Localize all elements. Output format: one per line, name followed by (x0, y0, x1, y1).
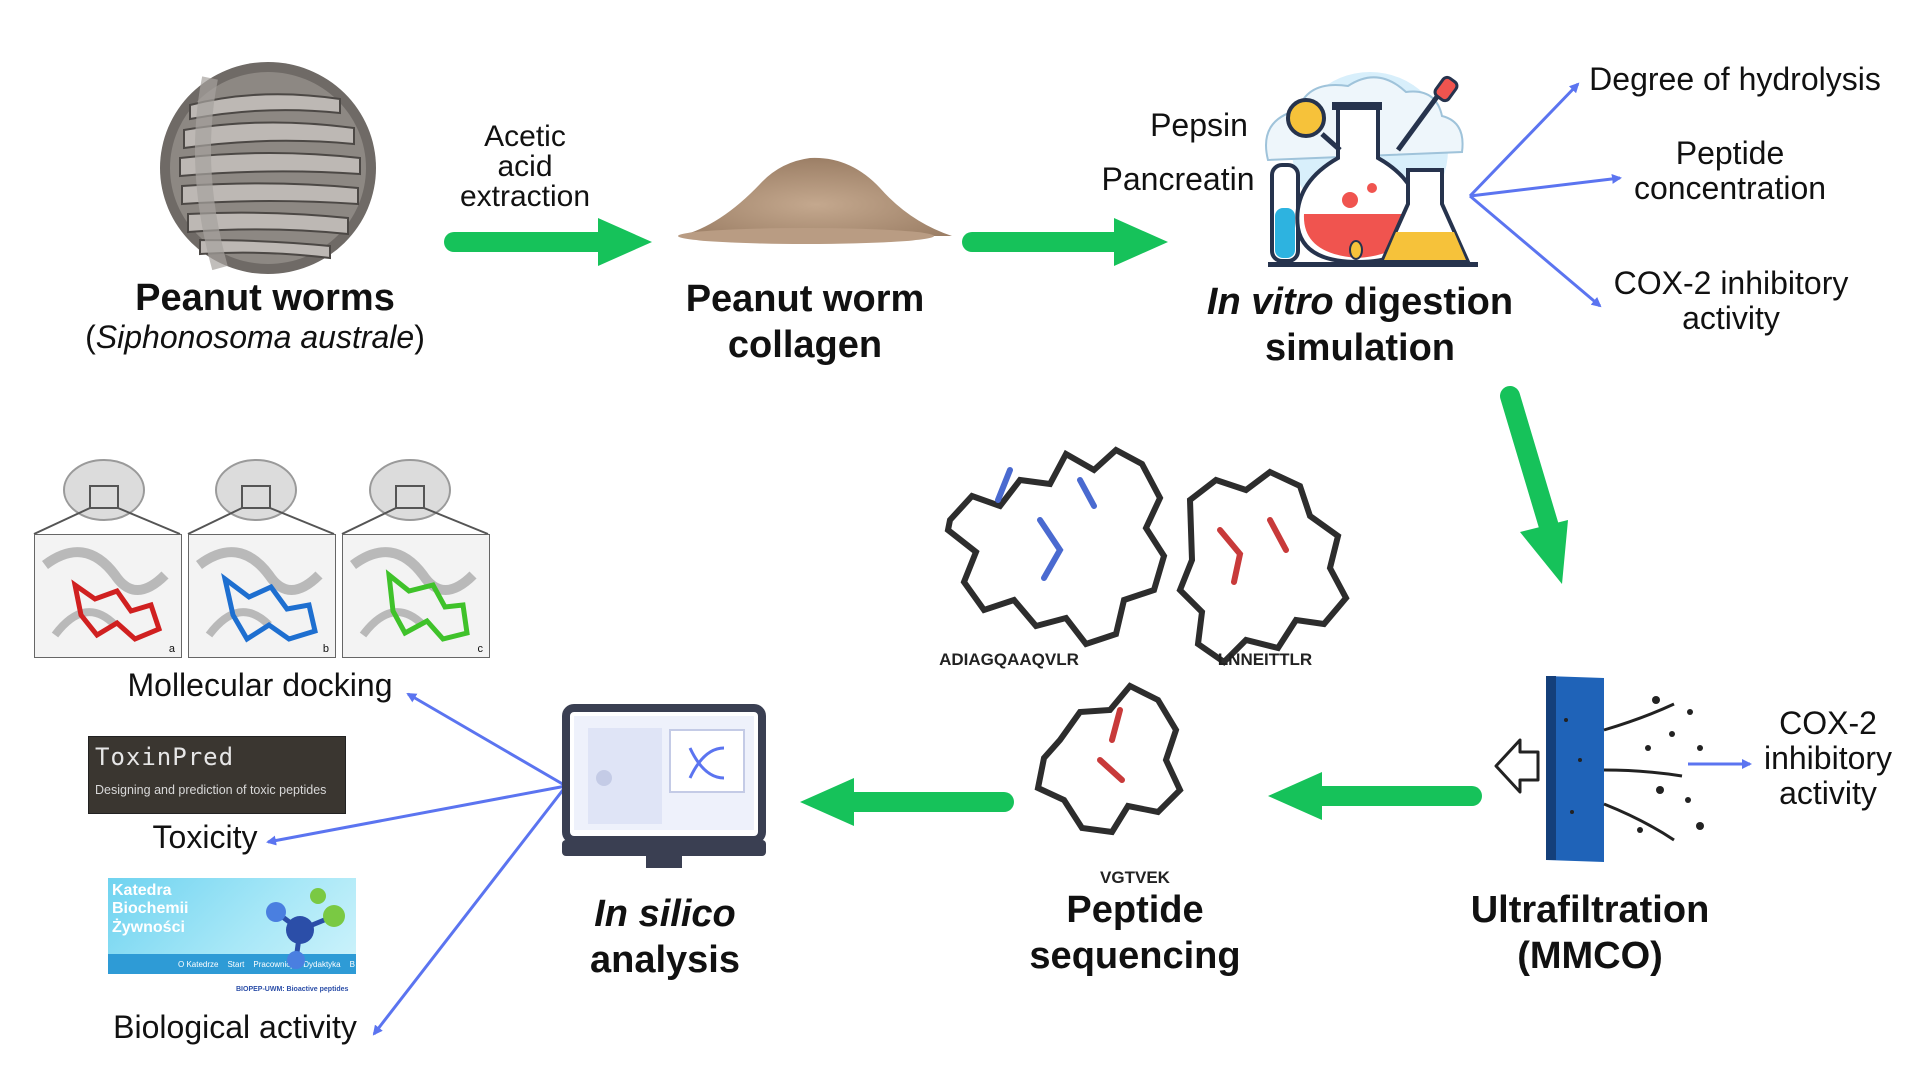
digestion-line-1: In vitro digestion (1150, 280, 1570, 326)
flow-arrow-down (1500, 386, 1568, 584)
toxinpred-banner: ToxinPred Designing and prediction of to… (88, 736, 346, 814)
biopep-nav-item: Pracownicy (253, 959, 295, 969)
computer-monitor-icon (562, 704, 766, 868)
digestion-rest: digestion (1333, 281, 1514, 323)
docking-panel-c: c (342, 534, 490, 658)
collagen-line-2: collagen (727, 323, 883, 366)
thin-arrow-toxicity (266, 784, 567, 846)
extraction-line-1: Acetic (484, 120, 566, 153)
docking-overview-proteins (33, 459, 489, 535)
flow-arrow-3 (1268, 772, 1482, 820)
flow-arrow-4 (800, 778, 1014, 826)
peanut-worms-title: Peanut worms (135, 277, 395, 319)
digestion-label: In vitro digestion simulation (1150, 280, 1570, 371)
docking-panel-b: b (188, 534, 336, 658)
output-cox2-uf: COX-2 inhibitory activity (1748, 705, 1908, 812)
extraction-line-2: acid (497, 150, 553, 183)
biopep-nav-item: Dydaktyka (303, 959, 341, 969)
panel-letter-c: c (477, 643, 484, 655)
peptide-structure-2 (1176, 468, 1350, 666)
insilico-line-2: analysis (590, 938, 740, 981)
docking-panel-a: a (34, 534, 182, 658)
flow-arrow-1 (444, 218, 652, 266)
collagen-line-1: Peanut worm (685, 278, 925, 320)
ultrafiltration-line-1: Ultrafiltration (1470, 889, 1710, 931)
bioactivity-label: Biological activity (113, 1009, 357, 1045)
enzyme-pancreatin: Pancreatin (1101, 161, 1255, 197)
enzyme-pepsin: Pepsin (1150, 107, 1248, 143)
digestion-italic: In vitro (1206, 281, 1334, 323)
ultrafiltration-label: Ultrafiltration (MMCO) (1440, 888, 1740, 979)
species-close-paren: ) (414, 319, 425, 355)
thin-arrow-cox2-digestion (1469, 194, 1602, 308)
thin-arrow-concentration (1469, 173, 1622, 198)
peptide-structure-1 (944, 446, 1168, 648)
output-cox2-uf-line-3: activity (1779, 775, 1877, 812)
species-name: Siphonosoma australe (95, 319, 415, 355)
species-open-paren: ( (85, 319, 96, 355)
peptide-label-2: LNNEITTLR (1217, 650, 1313, 669)
output-cox2-digestion: COX-2 inhibitory activity (1586, 265, 1876, 337)
collagen-powder-image (678, 157, 952, 244)
sequencing-line-2: sequencing (1029, 934, 1241, 977)
peptide-label-3: VGTVEK (1100, 868, 1170, 887)
output-hydrolysis: Degree of hydrolysis (1589, 61, 1881, 97)
insilico-label: In silico analysis (540, 892, 790, 983)
peptide-label-1: ADIAGQAAQVLR (939, 650, 1079, 669)
thin-arrow-hydrolysis (1468, 82, 1580, 198)
output-cox2-uf-line-2: inhibitory (1763, 740, 1893, 777)
insilico-line-1: In silico (594, 893, 736, 935)
docking-ligand-red (42, 547, 169, 642)
sequencing-label: Peptide sequencing (1000, 888, 1270, 979)
toxicity-label: Toxicity (152, 819, 258, 855)
biopep-caption: BIOPEP-UWM: Bioactive peptides (236, 986, 349, 993)
output-concentration-line-1: Peptide (1675, 135, 1785, 171)
thin-arrow-bioactivity (372, 785, 568, 1036)
panel-letter-a: a (168, 643, 175, 655)
toxinpred-title: ToxinPred (95, 743, 235, 771)
panel-letter-b: b (322, 643, 329, 655)
digestion-line-2: simulation (1264, 326, 1456, 369)
peanut-worms-species-line: (Siphonosoma australe) (40, 319, 470, 355)
toxinpred-subtitle: Designing and prediction of toxic peptid… (95, 783, 327, 797)
flow-arrow-2 (962, 218, 1168, 266)
extraction-label: Acetic acid extraction (440, 122, 610, 212)
biopep-banner: Katedra Biochemii Żywności O Katedrze St… (108, 878, 356, 974)
ultrafiltration-membrane-icon (1494, 676, 1704, 862)
docking-ligand-green (350, 547, 477, 642)
output-cox2-line-2: activity (1682, 300, 1780, 337)
docking-label: Mollecular docking (127, 667, 393, 703)
biopep-nav-item: B (349, 959, 355, 969)
biopep-title: Katedra Biochemii Żywności (112, 882, 189, 936)
ultrafiltration-line-2: (MMCO) (1517, 934, 1663, 977)
output-cox2-uf-line-1: COX-2 (1779, 705, 1877, 741)
output-cox2-line-1: COX-2 inhibitory (1613, 265, 1849, 301)
peptide-structure-3 (1034, 682, 1184, 836)
thin-arrow-docking (406, 692, 567, 788)
docking-ligand-blue (196, 547, 323, 643)
biopep-nav: O Katedrze Start Pracownicy Dydaktyka B (108, 954, 356, 974)
peanut-worms-image (160, 62, 376, 274)
output-concentration: Peptide concentration (1600, 136, 1860, 205)
collagen-label: Peanut worm collagen (650, 277, 960, 368)
output-concentration-line-2: concentration (1633, 169, 1827, 206)
biopep-nav-item: Start (227, 959, 245, 969)
sequencing-line-1: Peptide (1066, 889, 1204, 931)
biopep-nav-item: O Katedrze (178, 959, 219, 969)
lab-glassware-icon (1265, 72, 1478, 267)
extraction-line-3: extraction (459, 180, 591, 213)
